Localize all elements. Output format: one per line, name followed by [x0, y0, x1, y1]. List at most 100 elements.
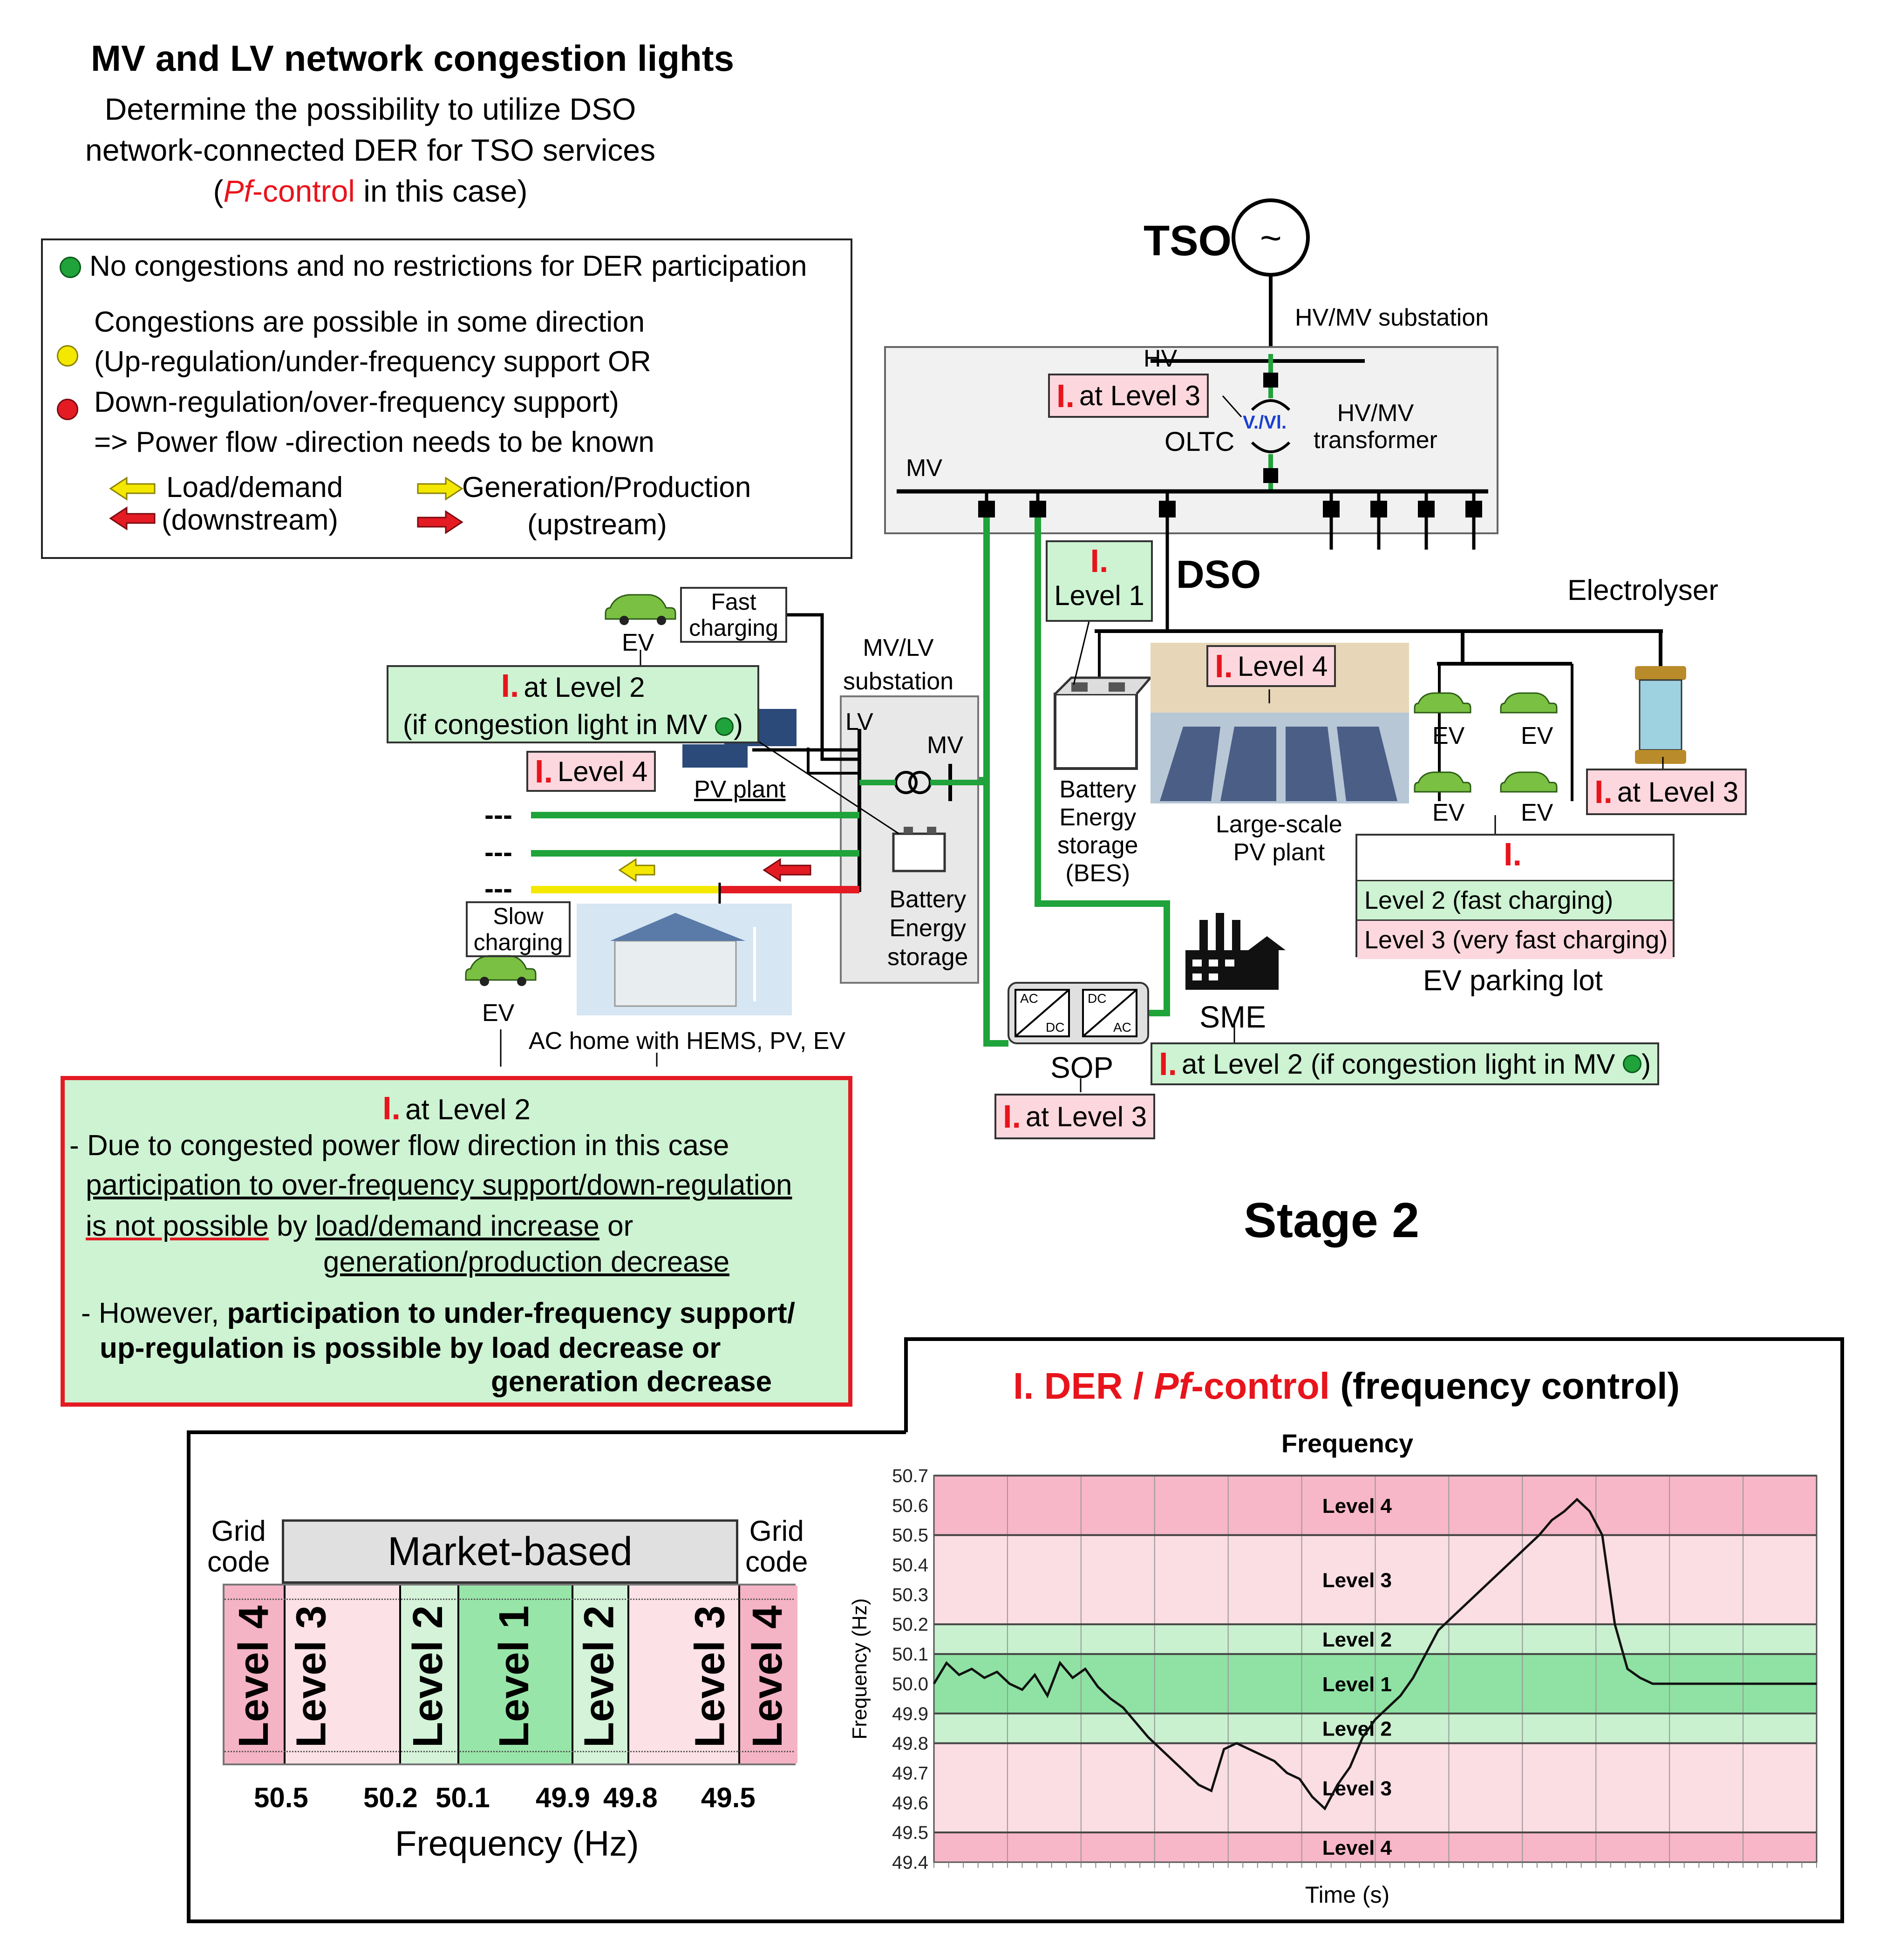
sop-dc-1: DC [1046, 1020, 1065, 1034]
market-based-header: Market-based [282, 1519, 738, 1584]
freq-tick-1: 50.5 [254, 1782, 308, 1813]
ev-parking-lot-label: EV parking lot [1423, 965, 1603, 997]
gen-arrows-icon [417, 476, 463, 534]
gen-label: Generation/Production [462, 471, 751, 504]
chart-band-label: Level 1 [1322, 1673, 1392, 1696]
chart-ytick-label: 49.6 [892, 1793, 928, 1813]
chart-ytick-label: 49.9 [892, 1704, 928, 1724]
chart-ytick-label: 50.2 [892, 1614, 928, 1635]
yellow-dot-icon [57, 345, 78, 367]
band-level-3-right: Level 3 [687, 1605, 734, 1748]
stage-label: Stage 2 [1244, 1193, 1420, 1248]
info-p1-l1: - Due to congested power flow direction … [69, 1130, 729, 1162]
oltc-level-callout: I.at Level 3 [1048, 374, 1209, 418]
fast-charging-box: Fast charging [680, 587, 787, 643]
freq-tick-4: 49.9 [536, 1782, 590, 1813]
mv-label: MV [906, 455, 942, 482]
battery-icon [892, 827, 946, 872]
mv-small-label: MV [927, 732, 963, 759]
chart-band-label: Level 4 [1322, 1495, 1392, 1518]
page-title: MV and LV network congestion lights [91, 38, 734, 79]
legend-line-4: Down-regulation/over-frequency support) [94, 386, 619, 418]
info-p2-l2: up-regulation is possible by load decrea… [100, 1332, 721, 1364]
bes-battery-icon [1054, 676, 1153, 770]
parking-level-2: Level 2 (fast charging) [1357, 880, 1673, 919]
slow-charging-box: Slow charging [466, 901, 571, 957]
battery-small-label: Battery Energy storage [887, 886, 968, 971]
parking-level-3: Level 3 (very fast charging) [1357, 919, 1673, 959]
legend-line-5: => Power flow -direction needs to be kno… [94, 426, 654, 458]
ev-car-icon [1500, 771, 1558, 793]
chart-ylabel: Frequency (Hz) [848, 1598, 871, 1739]
legend-green-text: No congestions and no restrictions for D… [89, 250, 807, 282]
chart-band-label: Level 2 [1322, 1628, 1392, 1651]
dashes-3: --- [484, 873, 512, 904]
red-dot-icon [57, 399, 78, 420]
freq-tick-2: 50.2 [363, 1782, 418, 1813]
tso-label: TSO [1144, 217, 1232, 265]
gen-sub: (upstream) [527, 509, 667, 541]
ev-car-icon [605, 594, 676, 620]
legend-line-2: Congestions are possible in some directi… [94, 306, 645, 338]
dashes-2: --- [484, 837, 512, 868]
ev-label-fast: EV [622, 629, 654, 656]
load-sub: (downstream) [162, 504, 338, 536]
sme-level-callout: I.at Level 2 (if congestion light in MV … [1151, 1042, 1660, 1085]
freq-tick-3: 50.1 [436, 1782, 490, 1813]
control-text: -control [252, 174, 355, 208]
info-p2-l3: generation decrease [491, 1366, 772, 1398]
mvlv-substation-label: MV/LV substation [843, 634, 954, 695]
description: Determine the possibility to utilize DSO… [68, 88, 673, 211]
ev-label-4: EV [1521, 799, 1553, 826]
chart-ytick-label: 49.7 [892, 1763, 928, 1783]
electrolyser-icon [1635, 666, 1686, 764]
sop-ac-2: AC [1113, 1020, 1131, 1034]
ac-home-label: AC home with HEMS, PV, EV [529, 1028, 846, 1055]
band-level-2-left: Level 2 [405, 1605, 451, 1748]
lv-label: LV [845, 708, 873, 735]
chart-band-label: Level 4 [1322, 1837, 1392, 1859]
bottom-title: I. DER / Pf-control (frequency control) [1013, 1365, 1680, 1407]
freq-tick-6: 49.5 [701, 1782, 756, 1813]
info-box: I.at Level 2 - Due to congested power fl… [61, 1076, 852, 1407]
chart-ytick-label: 50.6 [892, 1496, 928, 1516]
band-diagram: Level 4 Level 3 Level 2 Level 1 Level 2 … [223, 1584, 797, 1765]
load-label: Load/demand [166, 471, 343, 504]
vvi-label: V./Vl. [1243, 412, 1287, 433]
info-p1-l2: participation to over-frequency support/… [86, 1169, 792, 1201]
sop-level-callout: I.at Level 3 [994, 1094, 1156, 1139]
hvmv-substation-label: HV/MV substation [1295, 304, 1489, 331]
sop-ac-1: AC [1020, 991, 1038, 1006]
chart-ytick-label: 50.3 [892, 1585, 928, 1605]
info-p2-l1: - However, participation to under-freque… [81, 1297, 795, 1329]
sme-label: SME [1199, 1000, 1267, 1034]
ev-label-2: EV [1521, 722, 1553, 749]
chart-ytick-label: 50.5 [892, 1525, 928, 1546]
band-level-4-left: Level 4 [231, 1605, 277, 1748]
chart-band-label: Level 2 [1322, 1718, 1392, 1741]
band-level-2-right: Level 2 [576, 1605, 623, 1748]
green-dot-icon [1623, 1055, 1642, 1073]
freq-axis-label: Frequency (Hz) [395, 1824, 639, 1864]
dso-label: DSO [1176, 552, 1261, 596]
chart-ytick-label: 50.4 [892, 1555, 928, 1576]
chart-ytick-label: 49.8 [892, 1734, 928, 1754]
ev-label-3: EV [1432, 799, 1465, 826]
electrolyser-level-callout: I.at Level 3 [1586, 769, 1747, 815]
ev-car-icon [1500, 692, 1558, 714]
info-title: I.at Level 2 [382, 1090, 531, 1126]
bes-level-callout: I. Level 1 [1046, 540, 1153, 622]
band-level-3-left: Level 3 [288, 1605, 335, 1748]
hv-label: HV [1144, 345, 1178, 372]
chart-band-label: Level 3 [1322, 1777, 1392, 1800]
ev-car-icon [1414, 692, 1471, 714]
electrolyser-label: Electrolyser [1567, 574, 1718, 606]
chart-ytick-label: 50.0 [892, 1674, 928, 1695]
fast-charging-level-callout: I.at Level 2 (if congestion light in MV … [387, 665, 759, 743]
freq-tick-5: 49.8 [603, 1782, 658, 1813]
pv-plant-label: PV plant [694, 776, 786, 803]
ev-car-icon [1414, 771, 1471, 793]
oltc-label: OLTC [1164, 427, 1235, 457]
green-dot-icon [715, 717, 734, 736]
